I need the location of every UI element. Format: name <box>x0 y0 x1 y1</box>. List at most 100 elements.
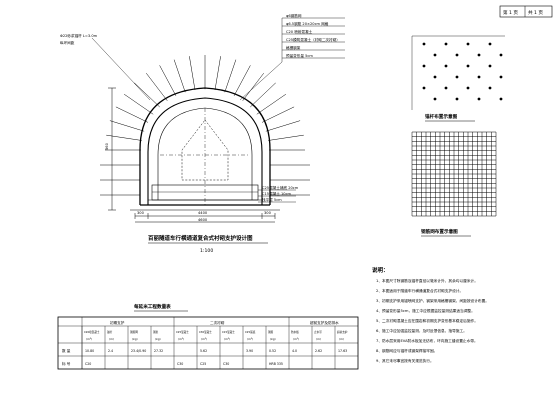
table-header: C25铺底 <box>245 330 256 334</box>
note-item: 7、防水层采用EVA防水板加无纺布，环向施工缝设置止水带。 <box>376 338 478 343</box>
note-item: 1、本图尺寸除钢筋及锚杆直径以毫米计外，其余均以厘米计。 <box>376 278 478 283</box>
rock-bolt <box>123 93 154 115</box>
layer-label: C25模筑混凝土（衬砌二次衬砌） <box>286 37 340 42</box>
bolt-dot <box>444 86 448 90</box>
table-cell: C30 <box>177 362 183 366</box>
table-unit: (m³) <box>201 337 207 341</box>
bolt-dot <box>488 64 492 68</box>
dim-bottom-2: 4400 <box>198 211 208 215</box>
table-cell: 3.90 <box>246 349 253 353</box>
table-group-1: 初期支护 <box>110 320 125 325</box>
note-item: 2、本图适用于隧道车行横通道复合式衬砌支护设计。 <box>376 288 463 293</box>
rock-bolt <box>214 56 221 90</box>
note-item: 3、初期支护采用锚喷网支护，钢架采用格栅钢架，间距按设计布置。 <box>376 298 489 303</box>
table-header: C25混凝土 <box>176 330 189 334</box>
table-unit: (m) <box>109 337 114 341</box>
bolt-layout-title: 锚杆布置示意图 <box>425 113 458 120</box>
main-drawing-title: 百丽隧道车行横通道复合式衬砌支护设计图 <box>148 234 253 242</box>
table-group-2: 二次衬砌 <box>210 320 225 325</box>
table-cell: 4.0 <box>292 349 297 353</box>
rock-bolt <box>224 59 237 93</box>
table-cell: C20 <box>85 362 91 366</box>
bolt-dot <box>477 53 481 57</box>
table-header: C15混凝土 <box>222 330 235 334</box>
rock-bolt <box>256 93 287 115</box>
rock-bolt <box>261 106 295 123</box>
table-header: 超前支护 <box>337 330 348 334</box>
sheet-number: 第 1 页 <box>503 9 518 16</box>
dim-bottom-3: 300 <box>264 211 272 215</box>
layer-label: 预留变形量 5cm <box>286 53 313 58</box>
bolt-dot <box>499 97 503 101</box>
bolt-dot <box>422 64 426 68</box>
bolt-dot <box>466 64 470 68</box>
table-cell: 2.4 <box>108 349 113 353</box>
table-cell: 5.62 <box>200 349 207 353</box>
table-unit: (m) <box>339 337 344 341</box>
bolt-dot <box>422 42 426 46</box>
table-row-label: 标 号 <box>62 361 71 366</box>
table-unit: (m³) <box>86 337 92 341</box>
note-item: 4、预留变形量5cm，施工中应根据监控量测结果适当调整。 <box>376 308 475 313</box>
table-unit: (m³) <box>178 337 184 341</box>
note-item: 6、施工中应加强监控量测，及时反馈信息，指导施工。 <box>376 328 467 333</box>
bolt-dot <box>433 97 437 101</box>
table-cell: 2.62 <box>315 349 322 353</box>
table-cell: 27.32 <box>154 349 163 353</box>
note-item: 8、钢筋网应与锚杆或钢架焊接牢固。 <box>376 348 437 353</box>
mesh-layout-diagram: 钢筋网布置示意图 <box>411 131 497 237</box>
table-header: 锚杆 <box>107 330 113 334</box>
note-item: 5、二次衬砌混凝土应在围岩和初期支护变形基本稳定后施作。 <box>376 318 478 323</box>
table-unit: (kg) <box>155 337 161 341</box>
rock-bolt <box>109 120 145 132</box>
bolt-layout-diagram: 锚杆布置示意图 <box>411 35 505 122</box>
layer-label: 格栅钢架 <box>286 45 301 50</box>
bolt-dot <box>455 53 459 57</box>
bolt-dot <box>444 64 448 68</box>
layer-label: φ6钢筋网 <box>286 13 302 18</box>
table-cell: 10.80 <box>85 349 94 353</box>
bolt-dot <box>477 75 481 79</box>
rock-bolt <box>268 134 304 141</box>
rock-bolt <box>146 72 168 101</box>
table-title: 每延米工程数量表 <box>134 303 171 310</box>
table-header: C30混凝土 <box>199 330 212 334</box>
bottom-label-3: 找平层 5cm <box>262 197 282 202</box>
dim-bottom-1: 300 <box>137 211 145 215</box>
title-block: 第 1 页 共 1 页 <box>499 5 553 18</box>
table-cell: 0.52 <box>269 349 276 353</box>
table-group-3: 超前支护及防排水 <box>310 320 339 325</box>
bottom-label-2: C15混凝土 10cm <box>262 191 292 196</box>
bolt-dot <box>455 75 459 79</box>
table-unit: (m) <box>316 337 321 341</box>
quantity-table: 每延米工程数量表 初期支护 二次衬砌 超前支护及防排水 C20喷混凝土 (m³) 锚… <box>57 303 359 370</box>
bolt-dot <box>488 86 492 90</box>
table-unit: (m³) <box>247 337 253 341</box>
table-cell: C30 <box>223 362 229 366</box>
notes: 说明： 1、本图尺寸除钢筋及锚杆直径以毫米计外，其余均以厘米计。 2、本图适用于隧… <box>372 266 489 363</box>
bolt-dot <box>455 97 459 101</box>
mesh-layout-title: 钢筋网布置示意图 <box>421 228 458 235</box>
table-cell: 17.63 <box>338 349 347 353</box>
rock-bolt <box>233 65 251 96</box>
rock-bolt <box>173 59 186 93</box>
table-header: 防水板 <box>291 330 299 334</box>
notes-heading: 说明： <box>372 266 389 274</box>
layer-label: C20 喷射混凝土 <box>286 29 313 34</box>
table-cell: C25 <box>200 362 206 366</box>
rock-bolt <box>159 65 177 96</box>
table-header: 止水带 <box>314 330 322 334</box>
table-header: 钢架 <box>153 330 159 334</box>
dim-width: 4600 <box>198 218 208 222</box>
dim-height: 560 <box>105 142 109 150</box>
table-header: C20喷混凝土 <box>84 330 100 334</box>
bolt-spacing: 纵环间距 <box>60 40 75 45</box>
bolt-note: Φ22砂浆锚杆 L=3.0m <box>60 33 98 38</box>
table-cell: HRB 335 <box>269 362 283 366</box>
main-drawing-scale: 1:100 <box>200 248 213 254</box>
table-row-label: 数 量 <box>62 348 71 353</box>
bottom-label-1: C25混凝土铺底 20cm <box>262 185 299 190</box>
bolt-dot <box>499 75 503 79</box>
